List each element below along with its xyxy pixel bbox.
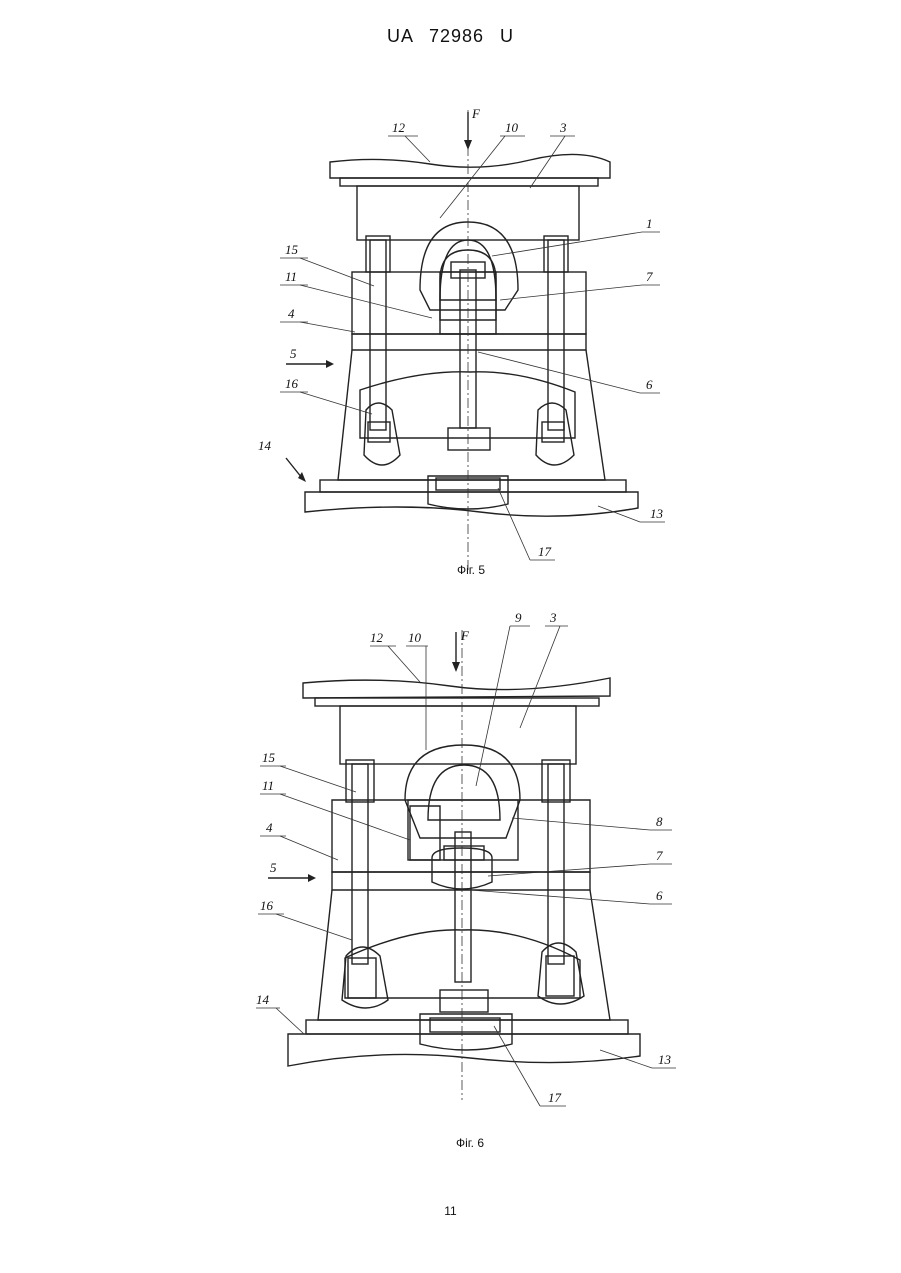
label-15: 15 bbox=[285, 242, 299, 257]
label-7: 7 bbox=[656, 848, 663, 863]
right-column bbox=[548, 240, 564, 430]
label-8: 8 bbox=[656, 814, 663, 829]
middle-block bbox=[332, 800, 590, 872]
base-plate bbox=[305, 492, 638, 516]
page-number: 11 bbox=[0, 1204, 901, 1218]
label-1: 1 bbox=[646, 216, 653, 231]
label-11: 11 bbox=[262, 778, 274, 793]
label-11: 11 bbox=[285, 269, 297, 284]
label-14: 14 bbox=[258, 438, 272, 453]
label-6: 6 bbox=[646, 377, 653, 392]
label-16: 16 bbox=[285, 376, 299, 391]
label-16: 16 bbox=[260, 898, 274, 913]
label-3: 3 bbox=[559, 120, 567, 135]
figure-6-drawing: 12 10 9 3 15 11 8 4 7 5 6 16 14 13 17 F bbox=[0, 600, 901, 1160]
right-column bbox=[548, 764, 564, 964]
lower-rocker bbox=[345, 930, 580, 998]
label-10: 10 bbox=[408, 630, 422, 645]
figure-6-caption: Фіг. 6 bbox=[410, 1136, 530, 1150]
upper-block bbox=[340, 706, 576, 764]
label-4: 4 bbox=[266, 820, 273, 835]
label-14: 14 bbox=[256, 992, 270, 1007]
figure-5-drawing: 12 10 3 1 15 11 7 4 5 6 16 14 13 17 F bbox=[0, 0, 901, 600]
spherical-joint bbox=[405, 745, 520, 838]
label-12: 12 bbox=[370, 630, 384, 645]
label-6: 6 bbox=[656, 888, 663, 903]
central-bolt bbox=[455, 832, 471, 982]
label-9: 9 bbox=[515, 610, 522, 625]
label-15: 15 bbox=[262, 750, 276, 765]
label-4: 4 bbox=[288, 306, 295, 321]
middle-block bbox=[352, 272, 586, 334]
force-label: F bbox=[471, 106, 481, 121]
label-17: 17 bbox=[548, 1090, 562, 1105]
label-5: 5 bbox=[270, 860, 277, 875]
figure-5-caption: Фіг. 5 bbox=[411, 563, 531, 577]
top-plate bbox=[303, 678, 610, 698]
left-column bbox=[370, 240, 386, 430]
label-13: 13 bbox=[650, 506, 664, 521]
spherical-joint bbox=[420, 222, 518, 310]
label-13: 13 bbox=[658, 1052, 672, 1067]
force-label: F bbox=[460, 628, 470, 643]
left-column bbox=[352, 764, 368, 964]
label-17: 17 bbox=[538, 544, 552, 559]
label-3: 3 bbox=[549, 610, 557, 625]
top-plate bbox=[330, 154, 610, 178]
label-5: 5 bbox=[290, 346, 297, 361]
label-12: 12 bbox=[392, 120, 406, 135]
right-foot bbox=[538, 943, 584, 1004]
label-10: 10 bbox=[505, 120, 519, 135]
label-7: 7 bbox=[646, 269, 653, 284]
